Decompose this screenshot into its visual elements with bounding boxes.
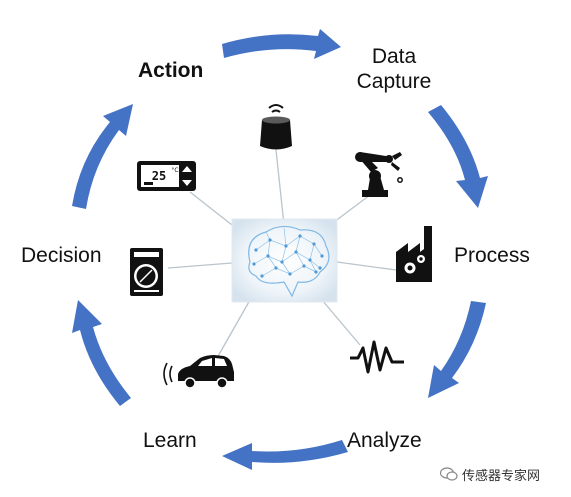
watermark-text: 传感器专家网 <box>462 468 541 483</box>
label-learn: Learn <box>143 429 197 452</box>
label-analyze: Analyze <box>347 429 422 452</box>
washing-machine-icon <box>130 248 163 296</box>
label-data-capture: Data Capture <box>344 44 444 94</box>
chat-bubble-icon <box>440 467 458 481</box>
thermostat-reading: 25 <box>152 169 166 183</box>
waveform-icon <box>350 340 404 374</box>
cycle-arrows <box>72 29 488 470</box>
label-process: Process <box>454 244 530 267</box>
label-data-capture-line1: Data <box>371 45 417 68</box>
arrow-decision-to-action <box>72 104 133 209</box>
thermostat-unit: °C <box>171 167 178 174</box>
arrow-process-to-analyze <box>428 301 486 398</box>
factory-icon <box>396 226 432 282</box>
label-data-capture-line2: Capture <box>356 70 432 94</box>
arrow-analyze-to-learn <box>222 440 348 470</box>
label-action: Action <box>138 59 204 82</box>
arrow-learn-to-decision <box>72 300 131 406</box>
car-icon <box>163 355 234 389</box>
robot-arm-icon <box>355 152 403 197</box>
smart-speaker-icon <box>260 104 292 150</box>
arrow-action-to-data-capture <box>222 29 341 59</box>
thermostat-icon: 25 °C <box>137 161 196 191</box>
brain-network-icon <box>231 218 338 303</box>
arrow-data-capture-to-process <box>428 105 488 208</box>
watermark: 传感器专家网 <box>440 465 540 484</box>
label-decision: Decision <box>21 244 102 267</box>
